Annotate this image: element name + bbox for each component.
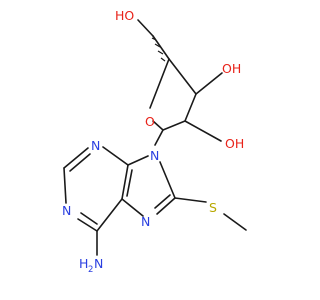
bond-c1-n9 xyxy=(154,129,164,146)
atom-oh-low: OH xyxy=(225,136,244,151)
atom-labels: HO OH O OH N N N N S H 2 N xyxy=(62,8,244,275)
bond-c3-c2 xyxy=(184,93,197,122)
bond-c2-n1 xyxy=(63,167,67,204)
atom-oh-mid: OH xyxy=(222,61,241,76)
atom-n9: N xyxy=(150,148,159,163)
bond-o4-c4 xyxy=(149,58,170,109)
bond-n1-c6-inner xyxy=(80,212,98,225)
bonds xyxy=(63,19,247,256)
bond-c1-o4 xyxy=(152,120,164,131)
bond-ho-ch2 xyxy=(137,19,154,37)
atom-amine-sub: 2 xyxy=(88,265,93,275)
bond-n9-c8 xyxy=(159,161,176,199)
bond-c5-c4 xyxy=(121,164,129,200)
atom-n7: N xyxy=(141,214,150,229)
atom-n1: N xyxy=(62,203,71,218)
atom-s: S xyxy=(209,200,217,215)
atom-o-ring: O xyxy=(145,114,155,129)
atom-amine-n: N xyxy=(94,256,103,271)
molecule-structure: HO OH O OH N N N N S H 2 N xyxy=(62,8,247,275)
bond-n3-c2-inner xyxy=(69,153,91,172)
bond-c3-oh xyxy=(195,72,223,95)
bond-n7-c5 xyxy=(121,198,144,217)
atom-ho-top: HO xyxy=(115,8,134,23)
stereo-hash-bonds xyxy=(151,37,166,62)
bond-c2-oh xyxy=(184,120,222,142)
bond-c4-n3 xyxy=(102,146,129,166)
bond-c8-n7 xyxy=(156,197,176,215)
bond-n1-c6 xyxy=(77,218,98,232)
atom-n3: N xyxy=(91,138,100,153)
atom-amine-h: H xyxy=(79,256,88,271)
bond-c2-c1 xyxy=(162,120,186,131)
bond-c6-c5 xyxy=(96,198,123,232)
bond-c8-s xyxy=(174,197,207,203)
bond-n3-c2 xyxy=(63,147,89,169)
bond-s-ch3 xyxy=(223,213,247,231)
bond-n9-c4 xyxy=(127,155,149,166)
bond-c4-c3 xyxy=(168,58,197,95)
bond-c5-c4-inner xyxy=(126,169,133,197)
bond-c8-n7-inner xyxy=(154,194,171,209)
